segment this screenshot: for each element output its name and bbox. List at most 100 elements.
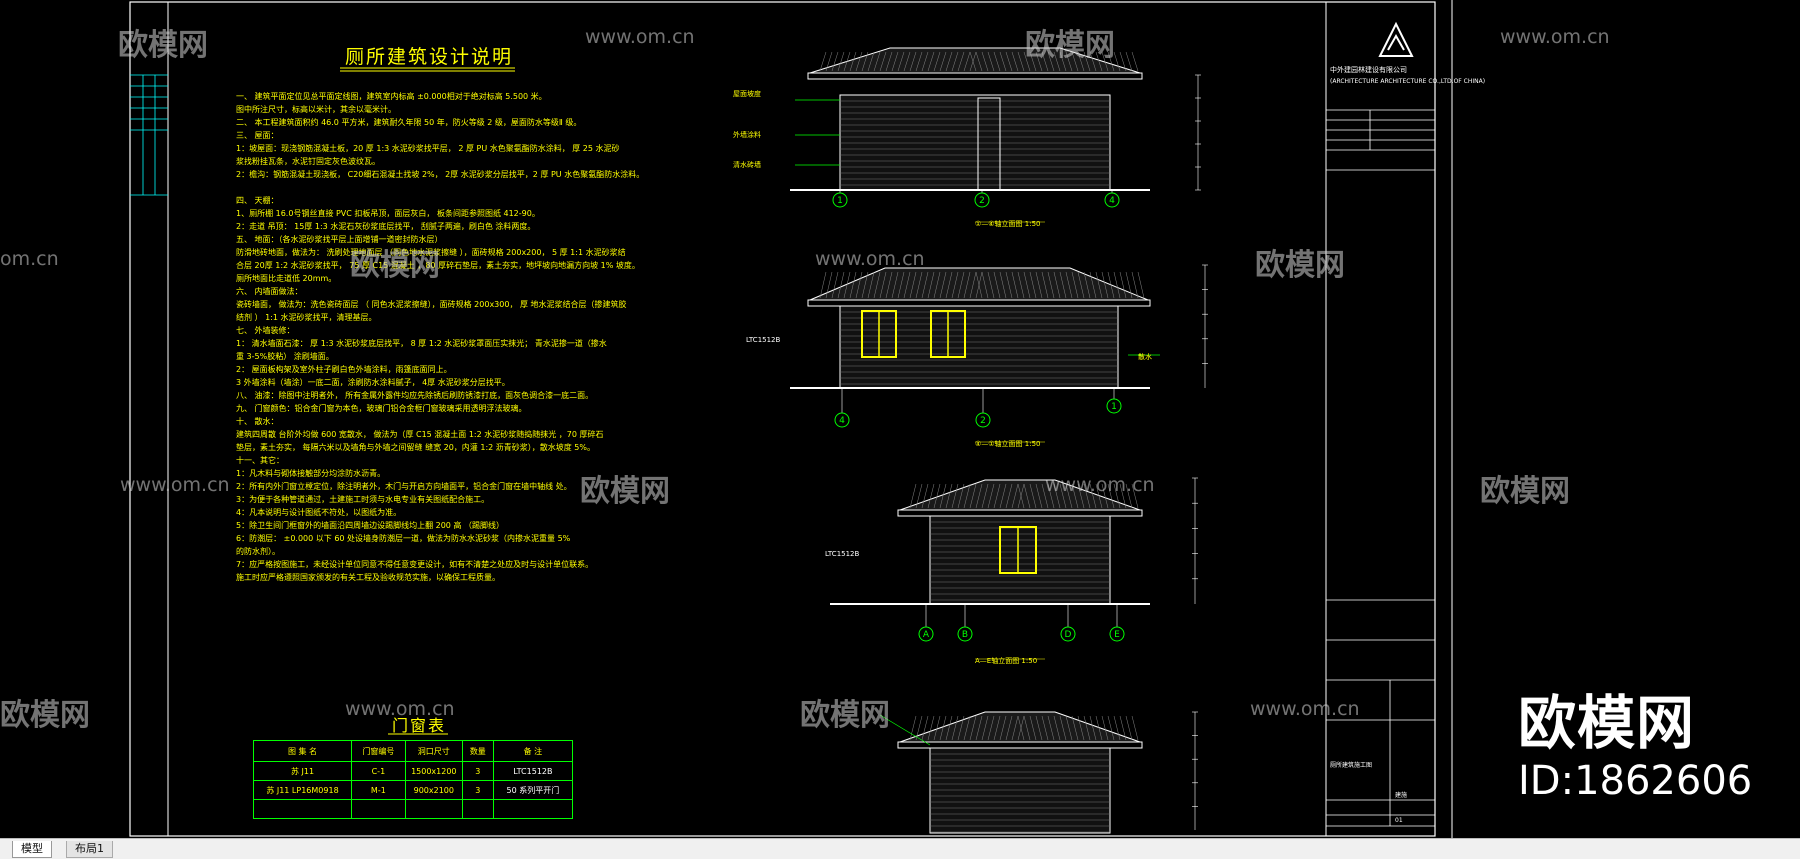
roof-elevation-2-hatch	[1125, 271, 1133, 299]
roof-elevation-2-hatch	[963, 271, 971, 299]
roof-elevation-2-hatch	[873, 271, 881, 299]
roof-elevation-3-hatch	[1017, 483, 1025, 509]
tab-layout-1[interactable]: 布局1	[66, 841, 113, 858]
roof-elevation-1-hatch	[1053, 51, 1061, 72]
roof-elevation-3-hatch	[933, 483, 941, 509]
roof-elevation-1-hatch	[1059, 51, 1067, 72]
roof-elevation-1-hatch	[969, 51, 977, 72]
table-cell	[253, 799, 352, 819]
roof-elevation-2-hatch	[1035, 271, 1043, 299]
roof-elevation-2-hatch	[897, 271, 905, 299]
table-header-cell: 门窗编号	[351, 740, 406, 762]
roof-elevation-1-hatch	[879, 51, 887, 72]
axis-bubble-label: B	[962, 630, 968, 640]
roof-elevation-2-hatch	[921, 271, 929, 299]
table-cell: 3	[461, 780, 494, 800]
roof-elevation-3-hatch	[945, 483, 953, 509]
roof-elevation-2-hatch	[1095, 271, 1103, 299]
roof-elevation-3-hatch	[987, 483, 995, 509]
roof-elevation-4-hatch	[915, 715, 923, 741]
roof-elevation-2-hatch	[957, 271, 965, 299]
design-note-line: 2：所有内外门窗立樘定位，除注明者外，木门与开启方向墙面平，铝合金门窗在墙中轴线…	[236, 482, 572, 491]
roof-elevation-4-hatch	[969, 715, 977, 741]
roof-elevation-2-hatch	[981, 271, 989, 299]
axis-bubble-label: 1	[1111, 402, 1117, 412]
roof-elevation-1-hatch	[927, 51, 935, 72]
elevation-caption-3: A—E轴立面图 1:50	[975, 657, 1038, 665]
roof-elevation-4-hatch	[1023, 715, 1031, 741]
design-note-line: 垫层，素土夯实， 每隔六米以及墙角与外墙之间留缝 缝宽 20，内灌 1:2 沥青…	[236, 443, 595, 452]
leader-label-wall: 外墙涂料	[733, 131, 761, 139]
roof-elevation-2-hatch	[867, 271, 875, 299]
wall-elevation-1	[839, 94, 1111, 191]
roof-elevation-4-hatch	[957, 715, 965, 741]
axis-bubble	[1109, 626, 1125, 642]
table-cell: M-1	[351, 780, 406, 800]
table-cell: 苏 J11 LP16M0918	[253, 780, 352, 800]
axis-bubble	[974, 192, 990, 208]
roof-elevation-1-hatch	[1071, 51, 1079, 72]
watermark-url: www.om.cn	[1250, 698, 1360, 720]
roof-elevation-1-hatch	[981, 51, 989, 72]
table-header-cell: 洞口尺寸	[404, 740, 463, 762]
roof-elevation-2-hatch	[1053, 271, 1061, 299]
axis-bubble-label: 2	[980, 416, 986, 426]
axis-bubble	[975, 412, 991, 428]
watermark-url: www.om.cn	[815, 248, 925, 270]
watermark-brand: 欧模网	[800, 698, 890, 733]
roof-elevation-4-fascia	[897, 741, 1143, 749]
roof-elevation-3-hatch	[1011, 483, 1019, 509]
watermark-brand: 欧模网	[1480, 474, 1570, 509]
table-cell: C-1	[351, 761, 406, 781]
roof-elevation-4-hatch	[939, 715, 947, 741]
roof-elevation-3-hatch	[1119, 483, 1127, 509]
roof-elevation-4-hatch	[981, 715, 989, 741]
design-note-line: 二、 本工程建筑面积约 46.0 平方米，建筑耐久年限 50 年，防火等级 2 …	[236, 118, 582, 127]
drawing-frame	[129, 0, 1453, 838]
roof-elevation-3-hatch	[927, 483, 935, 509]
roof-elevation-1-hatch	[819, 51, 827, 72]
design-note-line: 十一、其它：	[236, 456, 284, 465]
roof-elevation-2-hatch	[915, 271, 923, 299]
roof-elevation-3-hatch	[1125, 483, 1133, 509]
roof-elevation-1-hatch	[945, 51, 953, 72]
design-note-line: 合层 20厚 1:2 水泥砂浆找平， 75 厚 C15 混凝土 ，80 厚碎石垫…	[236, 261, 640, 270]
roof-elevation-3-hatch	[969, 483, 977, 509]
roof-elevation-1-hatch	[921, 51, 929, 72]
roof-elevation-1-hatch	[1077, 51, 1085, 72]
company-name-en: (ARCHITECTURE ARCHITECTURE CO.,LTD.OF CH…	[1330, 78, 1486, 85]
roof-elevation-3-hatch	[921, 483, 929, 509]
roof-elevation-1-hatch	[1023, 51, 1031, 72]
roof-elevation-3-hatch	[1005, 483, 1013, 509]
table-header-row: 图 集 名门窗编号洞口尺寸数量备 注	[253, 740, 574, 762]
watermark-brand: 欧模网	[0, 698, 90, 733]
watermark-brand: 欧模网	[1255, 248, 1345, 283]
design-note-line: 5：除卫生间门框窗外的墙面沿四周墙边设踢脚线均上翻 200 高 （踢脚线）	[236, 521, 504, 530]
roof-elevation-4-hatch	[1065, 715, 1073, 741]
roof-elevation-3-hatch	[1107, 483, 1115, 509]
roof-elevation-1-hatch	[993, 51, 1001, 72]
roof-elevation-3-hatch	[1095, 483, 1103, 509]
design-note-line: 九、 门窗颜色：铝合金门窗为本色，玻璃门铝合金框门窗玻璃采用透明浮法玻璃。	[236, 404, 527, 413]
roof-elevation-1-hatch	[939, 51, 947, 72]
roof-elevation-4-hatch	[1035, 715, 1043, 741]
wall-elevation-3	[929, 515, 1111, 605]
roof-elevation-1-hatch	[831, 51, 839, 72]
roof-elevation-1-hatch	[1005, 51, 1013, 72]
roof-elevation-4-hatch	[1029, 715, 1037, 741]
design-note-line: 2：走道 吊顶： 15厚 1:3 水泥石灰砂浆底层找平， 刮腻子两遍，刷白色 涂…	[236, 222, 536, 231]
roof-elevation-3-hatch	[1065, 483, 1073, 509]
roof-elevation-1-hatch	[1113, 51, 1121, 72]
roof-elevation-4-hatch	[909, 715, 917, 741]
axis-bubble-label: 2	[979, 196, 985, 206]
roof-elevation-1-hatch	[1083, 51, 1091, 72]
tab-model[interactable]: 模型	[12, 841, 52, 858]
roof-elevation-4-hatch	[1083, 715, 1091, 741]
watermark-url: www.om.cn	[1045, 474, 1155, 496]
roof-elevation-2-hatch	[1005, 271, 1013, 299]
roof-elevation-2-hatch	[1131, 271, 1139, 299]
roof-elevation-2-hatch	[939, 271, 947, 299]
roof-elevation-4-hatch	[1125, 715, 1133, 741]
design-note-line: 6：防潮层： ±0.000 以下 60 处设墙身防潮层一道，做法为防水水泥砂浆（…	[236, 534, 571, 543]
